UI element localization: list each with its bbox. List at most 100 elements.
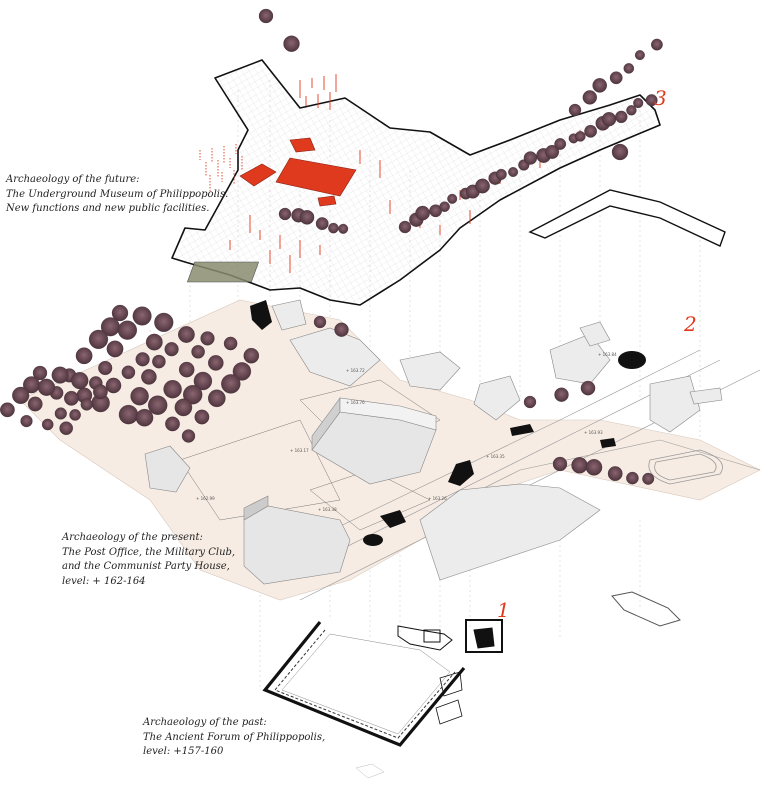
- tree: [141, 369, 157, 385]
- elevation-label: + 163.76: [346, 400, 365, 405]
- tree: [27, 396, 43, 412]
- elevation-label: + 163.84: [598, 352, 617, 357]
- tree: [178, 361, 195, 378]
- tree: [164, 342, 179, 357]
- main-buildings: [144, 299, 723, 585]
- elevation-label: + 163.17: [290, 448, 309, 453]
- caption-present-line: The Post Office, the Military Club,: [62, 546, 236, 558]
- tree: [98, 360, 113, 376]
- tree: [580, 380, 596, 396]
- tree: [283, 35, 300, 52]
- tree: [208, 355, 224, 371]
- tree: [615, 110, 628, 124]
- level-3-underground-museum: [171, 8, 726, 306]
- tree: [69, 409, 81, 421]
- tree: [105, 377, 122, 394]
- tree: [338, 223, 349, 234]
- tree: [193, 371, 213, 391]
- tree: [181, 429, 196, 443]
- tree: [221, 374, 241, 394]
- tree: [132, 306, 152, 326]
- tree: [299, 210, 315, 225]
- tree: [64, 390, 79, 406]
- level-3-ramp: [528, 189, 726, 247]
- tree: [194, 409, 210, 425]
- tree: [415, 205, 430, 221]
- tree: [398, 220, 412, 234]
- tree: [582, 90, 597, 105]
- tree: [20, 415, 33, 428]
- level-3-trees: [258, 8, 663, 234]
- black-landmarks: [250, 300, 646, 546]
- tree: [135, 352, 150, 367]
- tree: [54, 407, 67, 420]
- elevation-label: + 163.26: [428, 496, 447, 501]
- caption-present: Archaeology of the present: The Post Off…: [62, 531, 235, 589]
- tree: [37, 378, 56, 396]
- tree: [609, 71, 623, 85]
- tree: [626, 105, 637, 116]
- tree: [59, 421, 73, 435]
- tree: [121, 365, 136, 380]
- caption-future: Archaeology of the future: The Undergrou…: [6, 173, 228, 217]
- tree: [545, 144, 560, 159]
- tree: [165, 416, 180, 432]
- tree: [568, 103, 582, 117]
- tree: [174, 398, 193, 417]
- tree: [191, 345, 205, 359]
- tree: [592, 78, 607, 93]
- tree: [585, 459, 603, 476]
- tree: [130, 387, 149, 406]
- tree: [439, 201, 450, 212]
- tree: [328, 222, 339, 234]
- caption-past-line: level: +157-160: [143, 746, 224, 757]
- tree: [552, 456, 568, 472]
- caption-future-line: New functions and new public facilities.: [6, 203, 210, 214]
- tree: [200, 331, 215, 346]
- tree: [315, 217, 329, 230]
- tree: [258, 8, 274, 24]
- tree: [554, 138, 567, 150]
- tree: [223, 336, 238, 351]
- tree: [152, 354, 166, 369]
- caption-future-line: Archaeology of the future:: [6, 174, 140, 185]
- tree: [623, 63, 635, 74]
- tree: [75, 347, 93, 365]
- caption-present-line: level: + 162-164: [62, 575, 146, 587]
- tree: [41, 418, 54, 431]
- courtyard-hatch: [186, 261, 260, 283]
- caption-past-line: The Ancient Forum of Philippopolis,: [143, 731, 326, 743]
- tree: [447, 193, 458, 204]
- elevation-labels: + 163.76+ 163.17+ 162.99+ 163.84+ 163.35…: [196, 352, 617, 512]
- tree: [154, 312, 174, 332]
- tree: [475, 178, 490, 194]
- elevation-label: + 162.99: [196, 496, 215, 501]
- tree: [523, 395, 537, 409]
- tree: [51, 366, 69, 384]
- tree: [584, 124, 597, 138]
- tree: [633, 97, 644, 109]
- tree: [232, 362, 252, 381]
- forum-structures: [397, 619, 503, 725]
- level-1-number: 1: [497, 598, 510, 622]
- tree: [32, 365, 48, 381]
- level-2-present-city: + 163.76+ 163.17+ 162.99+ 163.84+ 163.35…: [0, 299, 761, 601]
- tree: [183, 385, 203, 405]
- elevation-label: + 163.93: [584, 430, 603, 435]
- tree: [334, 322, 349, 337]
- tree: [118, 404, 139, 425]
- tree: [178, 326, 195, 343]
- tree: [607, 466, 623, 481]
- tree: [148, 395, 168, 415]
- tree: [71, 372, 89, 390]
- caption-present-line: Archaeology of the present:: [62, 532, 203, 543]
- tree: [601, 112, 617, 127]
- tree: [642, 472, 655, 485]
- tree: [145, 333, 163, 351]
- tree: [575, 131, 586, 142]
- caption-future-line: The Underground Museum of Philippopolis.: [6, 188, 229, 200]
- tree: [508, 167, 519, 177]
- caption-present-line: and the Communist Party House,: [62, 561, 230, 572]
- tree: [645, 94, 658, 107]
